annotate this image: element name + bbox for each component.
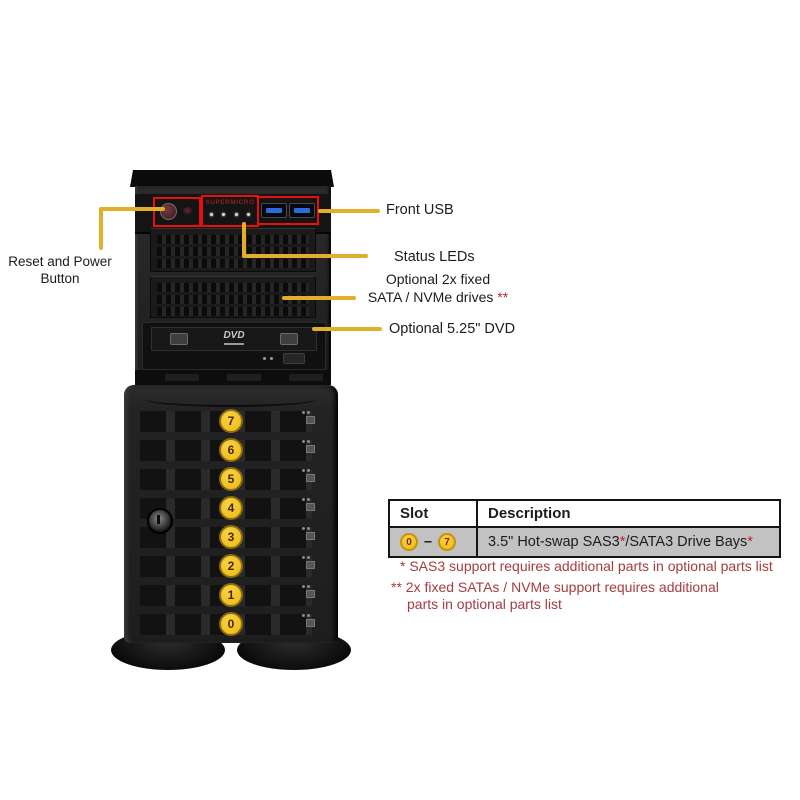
dvd-indicator-icon xyxy=(170,333,188,345)
label-reset-power: Reset and Power Button xyxy=(2,254,118,288)
drive-bay-number-4: 4 xyxy=(219,496,243,520)
label-front-usb: Front USB xyxy=(386,202,454,218)
description-text: 3.5" Hot-swap SAS3 xyxy=(488,534,620,550)
footnote-sas3: * SAS3 support requires additional parts… xyxy=(400,558,773,574)
vent-slit-row xyxy=(157,259,309,268)
dvd-led-icon xyxy=(263,357,266,360)
brand-logo: SUPERMICRO xyxy=(205,199,255,206)
drive-bay-led-strip xyxy=(302,411,315,643)
reset-button[interactable] xyxy=(183,207,192,214)
vent-slit-row xyxy=(157,247,309,256)
usb-port-icon[interactable] xyxy=(261,203,287,218)
power-button[interactable] xyxy=(160,203,177,220)
callout-line-reset xyxy=(99,207,165,211)
keylock-icon[interactable] xyxy=(147,508,173,534)
drive-bay-led-group xyxy=(302,498,315,527)
description-asterisk: * xyxy=(619,534,626,550)
callout-line-dvd xyxy=(312,327,382,331)
drive-bay-number-2: 2 xyxy=(219,554,243,578)
vent-slit-row xyxy=(157,235,309,244)
dvd-led-icon xyxy=(270,357,273,360)
dvd-logo-underline xyxy=(224,343,244,345)
bezel-tab xyxy=(227,374,261,381)
dvd-eject-button[interactable] xyxy=(283,353,305,364)
label-optional-drives: Optional 2x fixed SATA / NVMe drives ** xyxy=(356,270,520,306)
label-optional-drives-stars: ** xyxy=(497,289,509,306)
drive-bay-led-group xyxy=(302,469,315,498)
status-led-annotation-box: SUPERMICRO xyxy=(201,195,259,227)
bezel-divider-band xyxy=(135,370,331,385)
vent-slit-row xyxy=(157,295,309,304)
vent-slit-row xyxy=(157,283,309,292)
label-optional-drives-line1: Optional 2x fixed xyxy=(385,271,491,287)
label-reset-power-line1: Reset and Power xyxy=(8,254,112,269)
drive-bay-led-group xyxy=(302,411,315,440)
column-header-slot: Slot xyxy=(388,499,478,528)
drive-bay-number-7: 7 xyxy=(219,409,243,433)
status-led-icon xyxy=(222,213,226,216)
callout-line-sata xyxy=(282,296,356,300)
drive-bay-led-group xyxy=(302,585,315,614)
slot-badge-7: 7 xyxy=(438,533,457,551)
status-led-icon xyxy=(210,213,213,216)
bezel-tab xyxy=(289,374,323,381)
dvd-tray[interactable]: DVD xyxy=(151,327,317,351)
dvd-led-dots xyxy=(263,357,273,360)
drive-bay-number-1: 1 xyxy=(219,583,243,607)
lower-bezel-arc xyxy=(144,391,318,407)
slot-badge-0: 0 xyxy=(400,533,418,551)
status-led-icon xyxy=(246,213,250,216)
usb-tab-icon xyxy=(266,208,282,213)
table-header-row: Slot Description xyxy=(388,499,781,528)
tower-lower-section: 7 6 5 4 3 2 1 0 xyxy=(124,385,338,643)
status-led-row xyxy=(210,213,250,216)
slot-description-table: Slot Description 0–7 3.5" Hot-swap SAS3*… xyxy=(388,499,781,558)
drive-bay-number-3: 3 xyxy=(219,525,243,549)
description-text: /SATA3 Drive Bays xyxy=(625,534,748,550)
dvd-indicator-icon xyxy=(280,333,298,345)
label-reset-power-line2: Button xyxy=(40,270,80,286)
tower-top-cap xyxy=(130,170,334,187)
dvd-logo: DVD xyxy=(223,330,245,341)
callout-line-status xyxy=(242,254,368,258)
drive-bay-led-group xyxy=(302,556,315,585)
upper-vent-panel xyxy=(150,228,316,272)
column-header-description: Description xyxy=(476,499,781,528)
description-asterisk: * xyxy=(747,534,753,550)
tower-upper-section: SUPERMICRO xyxy=(135,186,331,385)
drive-bay-led-group xyxy=(302,614,315,643)
table-row: 0–7 3.5" Hot-swap SAS3*/SATA3 Drive Bays… xyxy=(388,526,781,558)
footnote-sata-nvme-line2: parts in optional parts list xyxy=(407,596,562,612)
usb-port-icon[interactable] xyxy=(289,203,315,218)
label-optional-dvd: Optional 5.25" DVD xyxy=(389,321,516,337)
slot-range-cell: 0–7 xyxy=(388,526,478,558)
description-cell: 3.5" Hot-swap SAS3*/SATA3 Drive Bays* xyxy=(476,526,781,558)
callout-line-reset xyxy=(99,207,103,250)
drive-bay-number-6: 6 xyxy=(219,438,243,462)
bezel-tab xyxy=(165,374,199,381)
drive-bay-led-group xyxy=(302,527,315,556)
vent-slit-row xyxy=(157,307,309,316)
callout-line-usb xyxy=(318,209,380,213)
footnote-sata-nvme-line1: ** 2x fixed SATAs / NVMe support require… xyxy=(391,579,719,595)
label-optional-drives-line2: SATA / NVMe drives xyxy=(367,289,498,306)
drive-bay-led-group xyxy=(302,440,315,469)
usb-tab-icon xyxy=(294,208,310,213)
drive-bay-number-0: 0 xyxy=(219,612,243,636)
usb-annotation-box xyxy=(257,196,319,225)
power-reset-annotation-box xyxy=(153,197,201,227)
dvd-drive-bay: DVD xyxy=(142,322,326,370)
slot-range-dash: – xyxy=(424,534,433,550)
callout-line-status xyxy=(242,222,246,258)
label-status-leds: Status LEDs xyxy=(394,249,475,265)
status-led-icon xyxy=(234,213,238,216)
drive-bay-number-5: 5 xyxy=(219,467,243,491)
